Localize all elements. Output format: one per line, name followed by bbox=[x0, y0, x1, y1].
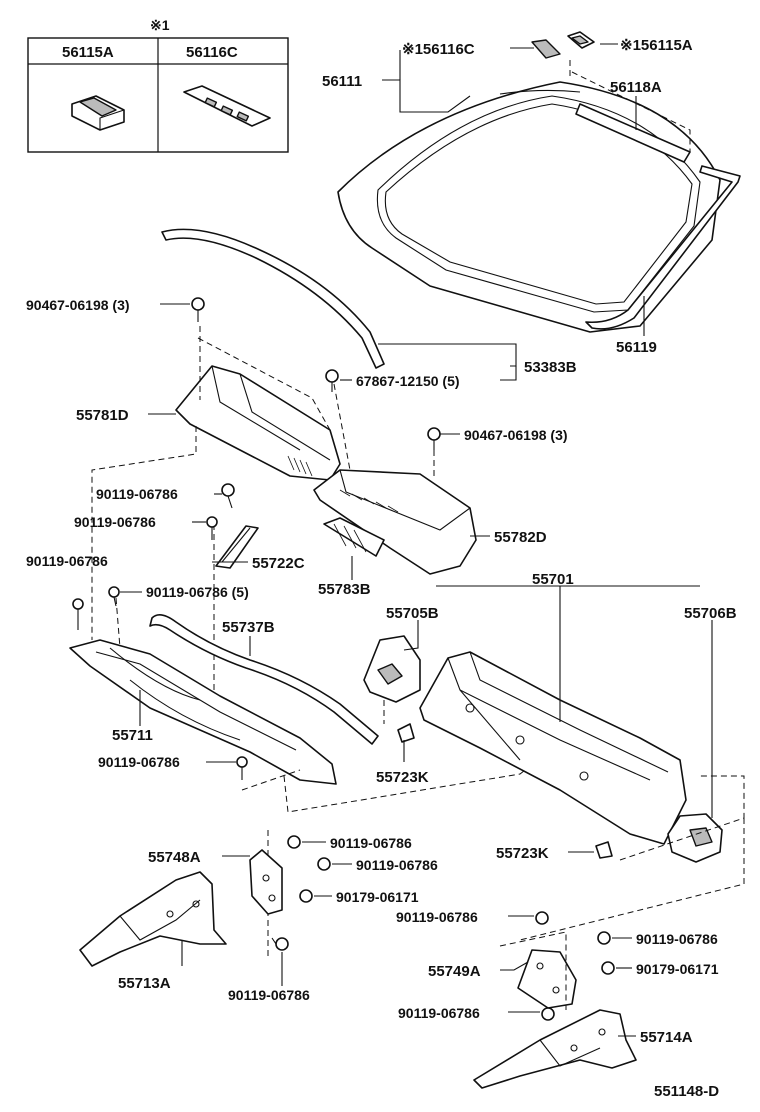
bolt-icon bbox=[535, 911, 549, 925]
leader-lines bbox=[120, 43, 713, 1037]
label-90119-b: 90119-06786 bbox=[74, 514, 156, 530]
bracket-55748A bbox=[249, 849, 283, 915]
label-90467-a: 90467-06198 (3) bbox=[26, 297, 130, 313]
guide-line bbox=[571, 71, 691, 152]
strip-56116C-illustration bbox=[183, 85, 271, 127]
bracket-55706B bbox=[667, 813, 723, 863]
guide-line bbox=[619, 775, 745, 861]
spacer-55723K-b bbox=[595, 841, 613, 859]
seal-53383B bbox=[161, 228, 385, 369]
diagram-id: 551148-D bbox=[654, 1083, 719, 1100]
bolt-icon bbox=[108, 586, 120, 607]
label-90179-b: 90179-06171 bbox=[636, 961, 719, 977]
label-90179-a: 90179-06171 bbox=[336, 889, 419, 905]
label-56111: 56111 bbox=[322, 73, 362, 90]
guide-line bbox=[283, 727, 581, 813]
bracket-55722C bbox=[215, 525, 259, 569]
nut-icon bbox=[601, 961, 615, 975]
label-56116C: ※156116C bbox=[402, 41, 475, 58]
bolt-icon bbox=[597, 931, 611, 945]
spacer-55723K-a bbox=[397, 723, 415, 743]
molding-56119 bbox=[585, 165, 741, 330]
label-55737B: 55737B bbox=[222, 619, 275, 636]
label-90119-e: 90119-06786 bbox=[98, 754, 180, 770]
label-55749A: 55749A bbox=[428, 963, 481, 980]
label-56115A: ※156115A bbox=[620, 37, 693, 54]
inset-note-mark: ※1 bbox=[150, 17, 170, 33]
label-90119-j: 90119-06786 bbox=[228, 987, 310, 1003]
louver-55782D bbox=[313, 469, 477, 575]
label-55722C: 55722C bbox=[252, 555, 305, 572]
clip-56115A-illustration bbox=[71, 95, 125, 131]
guide-line bbox=[519, 818, 745, 941]
bolt-icon bbox=[221, 483, 235, 509]
windshield-glass-56111 bbox=[337, 81, 721, 333]
member-55713A bbox=[79, 871, 227, 967]
guide-line bbox=[499, 931, 567, 1010]
bolt-icon bbox=[271, 937, 289, 951]
bolt-icon bbox=[236, 756, 248, 780]
seal-55737B bbox=[149, 614, 379, 745]
vent-screen-55783B bbox=[323, 517, 385, 557]
label-90119-i: 90119-06786 bbox=[636, 931, 718, 947]
guide-line bbox=[333, 383, 351, 471]
weatherstrip-56118A bbox=[575, 103, 691, 163]
label-90119-a: 90119-06786 bbox=[96, 486, 178, 502]
inset-table: ※1 56115A 56116C bbox=[27, 17, 289, 153]
bracket-55705B bbox=[363, 635, 421, 703]
guide-line bbox=[241, 769, 301, 791]
label-90119-f: 90119-06786 bbox=[330, 835, 412, 851]
label-56118A: 56118A bbox=[610, 79, 662, 96]
label-55781D: 55781D bbox=[76, 407, 129, 424]
inset-col-56116C: 56116C bbox=[186, 44, 238, 61]
clip-56116C bbox=[531, 39, 561, 59]
label-55706B: 55706B bbox=[684, 605, 737, 622]
clip-icon bbox=[427, 427, 441, 450]
label-90467-b: 90467-06198 (3) bbox=[464, 427, 568, 443]
label-55723K-a: 55723K bbox=[376, 769, 429, 786]
bolt-icon bbox=[317, 857, 331, 871]
label-55748A: 55748A bbox=[148, 849, 201, 866]
nut-icon bbox=[299, 889, 313, 903]
label-90119-h: 90119-06786 bbox=[396, 909, 478, 925]
clip-icon bbox=[325, 369, 339, 392]
label-55711: 55711 bbox=[112, 727, 153, 744]
label-55723K-b: 55723K bbox=[496, 845, 549, 862]
label-55783B: 55783B bbox=[318, 581, 371, 598]
label-90119-c: 90119-06786 bbox=[26, 553, 108, 569]
label-55782D: 55782D bbox=[494, 529, 547, 546]
louver-55781D bbox=[175, 365, 341, 481]
clip-icon bbox=[191, 297, 205, 322]
label-67867: 67867-12150 (5) bbox=[356, 373, 460, 389]
label-90119-d: 90119-06786 (5) bbox=[146, 584, 249, 600]
bolt-icon bbox=[72, 598, 84, 630]
label-55701: 55701 bbox=[532, 571, 574, 588]
guide-line bbox=[197, 337, 331, 431]
guide-line bbox=[115, 597, 121, 649]
cowl-panel-55701 bbox=[419, 651, 687, 845]
label-53383B: 53383B bbox=[524, 359, 577, 376]
label-90119-g: 90119-06786 bbox=[356, 857, 438, 873]
bolt-icon bbox=[541, 1007, 555, 1021]
guide-line bbox=[91, 426, 197, 640]
label-90119-k: 90119-06786 bbox=[398, 1005, 480, 1021]
clip-56115A bbox=[567, 31, 595, 49]
label-55713A: 55713A bbox=[118, 975, 171, 992]
bracket-55749A bbox=[517, 949, 577, 1009]
label-55705B: 55705B bbox=[386, 605, 439, 622]
fasteners bbox=[72, 297, 615, 1021]
label-56119: 56119 bbox=[616, 339, 657, 356]
part-labels: 56111 ※156116C ※156115A 56118A 56119 904… bbox=[26, 37, 737, 1100]
label-55714A: 55714A bbox=[640, 1029, 693, 1046]
bolt-icon bbox=[287, 835, 301, 849]
inset-col-56115A: 56115A bbox=[62, 44, 114, 61]
member-55714A bbox=[473, 1009, 637, 1089]
bolt-icon bbox=[206, 516, 218, 540]
